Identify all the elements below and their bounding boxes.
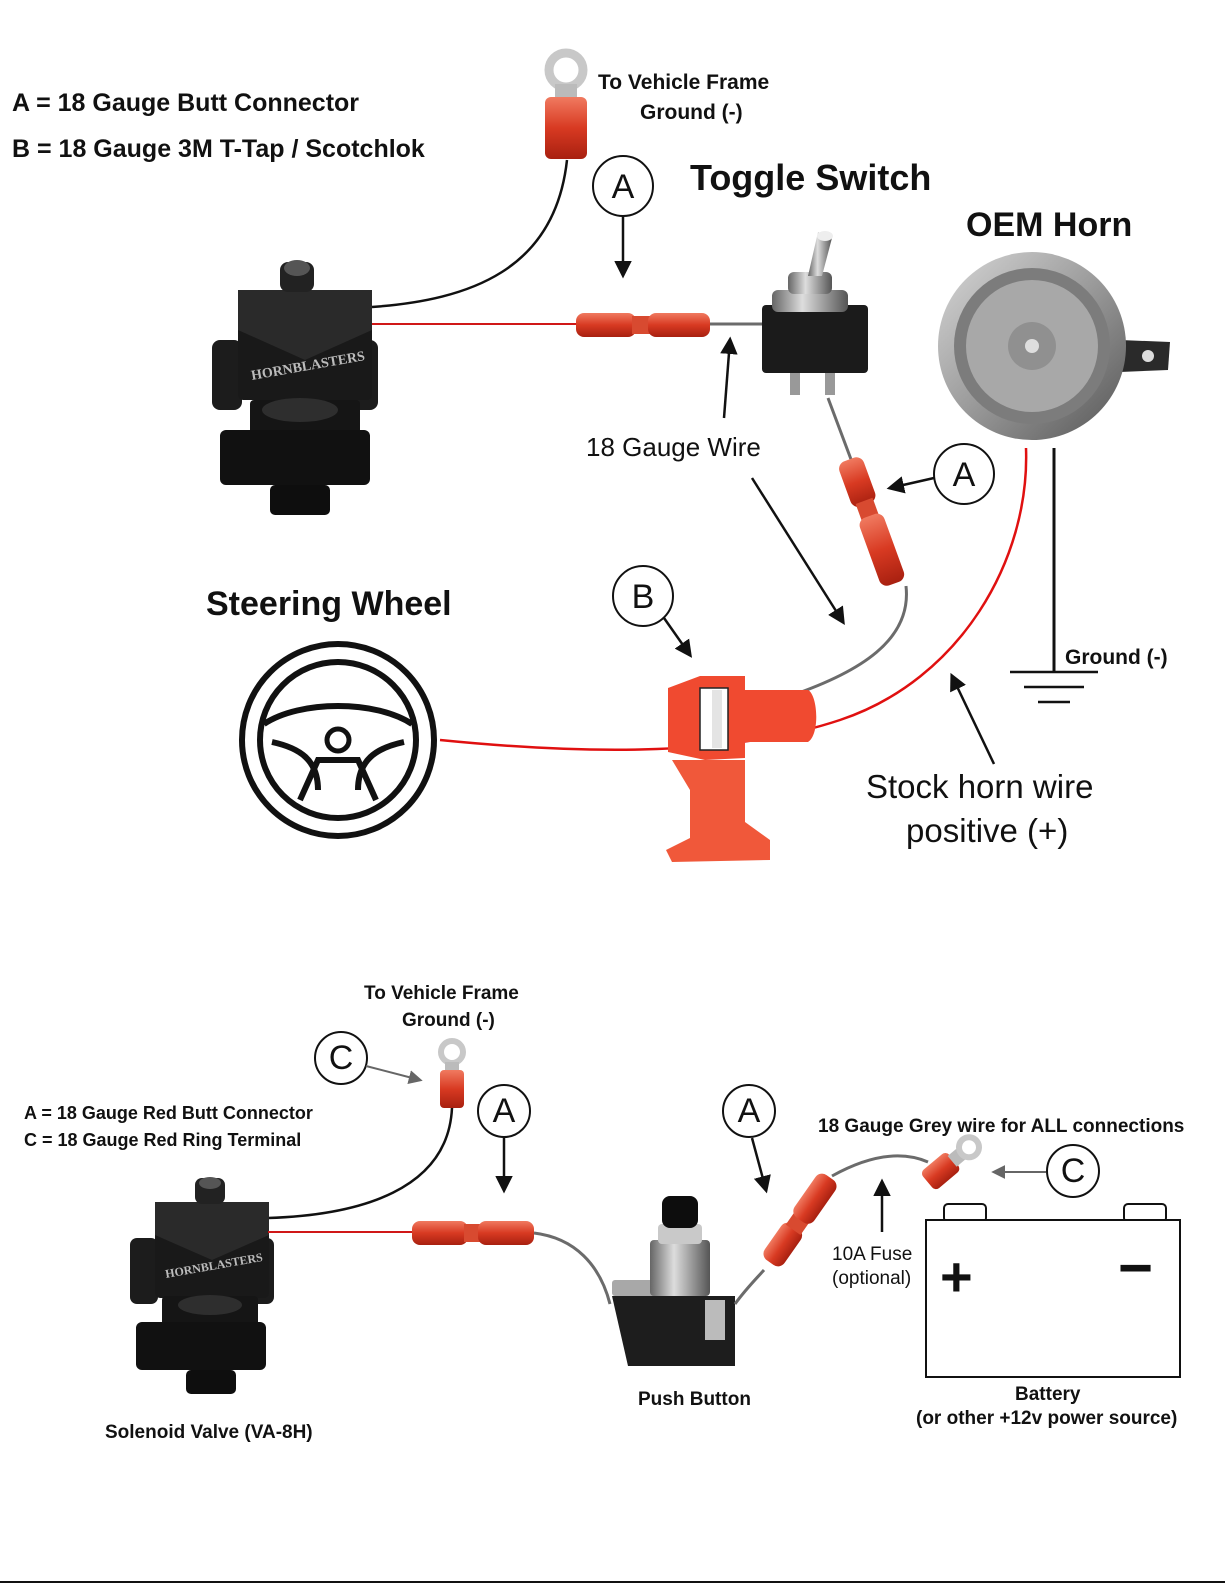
ring-terminal-icon [544, 48, 588, 159]
battery-icon [925, 1203, 1181, 1378]
battery-minus-icon: − [1118, 1234, 1153, 1301]
callout-a-switch-arrow [886, 476, 935, 494]
horn-icon [938, 252, 1170, 440]
butt-connector-icon [763, 1173, 837, 1267]
connector-to-battery-wire [831, 1154, 929, 1178]
battery-label-line2: (or other +12v power source) [916, 1408, 1177, 1429]
fuse-label-line1: 10A Fuse [832, 1244, 912, 1265]
ring-terminal-icon [921, 1134, 982, 1190]
callout-a-right: A [722, 1084, 776, 1138]
steering-wheel-title: Steering Wheel [206, 585, 452, 623]
callout-a-switch: A [933, 443, 995, 505]
push-button-label: Push Button [638, 1389, 751, 1410]
callout-a-right-arrow [750, 1137, 771, 1194]
wire-label-arrow-up [720, 336, 738, 419]
solenoid-valve-icon: HORNBLASTERS [130, 1177, 274, 1394]
stock-horn-line2: positive (+) [906, 812, 1068, 849]
ground-wire [371, 159, 569, 309]
callout-b-label: B [632, 578, 655, 616]
callout-a-label: A [612, 168, 635, 206]
callout-b-arrow [662, 617, 693, 658]
legend-c: C = 18 Gauge Red Ring Terminal [24, 1130, 301, 1150]
switch-to-connector-wire [826, 397, 854, 463]
fuse-label-line2: (optional) [832, 1268, 911, 1289]
wire-label-arrow-down [750, 477, 845, 625]
callout-a-label: A [738, 1092, 761, 1130]
ground-label-line1: To Vehicle Frame [598, 71, 769, 94]
ground-symbol-icon [1010, 670, 1098, 704]
push-button-icon [612, 1196, 735, 1366]
top-diagram: A = 18 Gauge Butt Connector B = 18 Gauge… [12, 48, 1170, 862]
grey-wire-label: 18 Gauge Grey wire for ALL connections [818, 1116, 1184, 1137]
callout-c-label: C [1061, 1152, 1086, 1190]
connector-to-button-wire [533, 1231, 612, 1305]
oem-horn-title: OEM Horn [966, 206, 1132, 244]
toggle-switch-title: Toggle Switch [690, 157, 931, 198]
steering-wheel-icon [239, 641, 437, 839]
callout-a-connector: A [592, 155, 654, 217]
battery-plus-icon: + [940, 1245, 973, 1308]
callout-a-left: A [477, 1084, 531, 1138]
solenoid-label: Solenoid Valve (VA-8H) [105, 1422, 313, 1443]
callout-b: B [612, 565, 674, 627]
ground-label: Ground (-) [1065, 646, 1168, 669]
legend-a: A = 18 Gauge Butt Connector [12, 89, 359, 117]
toggle-switch-icon [762, 231, 868, 395]
callout-c-battery: C [1046, 1144, 1100, 1198]
butt-connector-icon [576, 313, 710, 337]
callout-c-label: C [329, 1039, 354, 1077]
butt-connector-icon [839, 457, 905, 586]
stock-horn-arrow [950, 672, 996, 765]
ring-terminal-icon [438, 1038, 466, 1108]
bottom-diagram: To Vehicle Frame Ground (-) C A = 18 Gau… [24, 983, 1184, 1443]
callout-a-label: A [493, 1092, 516, 1130]
ground-label-line2: Ground (-) [640, 101, 743, 124]
callout-a-label: A [953, 456, 976, 494]
ground-wire [267, 1107, 454, 1220]
callout-c-ground-arrow [365, 1065, 423, 1084]
solenoid-valve-icon: HORNBLASTERS [212, 260, 378, 515]
battery-label-line1: Battery [1015, 1384, 1081, 1405]
stock-horn-line1: Stock horn wire [866, 768, 1093, 805]
ground-label-line1: To Vehicle Frame [364, 983, 519, 1004]
button-to-connector-wire [733, 1268, 766, 1305]
ttap-connector-icon [666, 676, 817, 862]
legend-b: B = 18 Gauge 3M T-Tap / Scotchlok [12, 135, 425, 163]
butt-connector-icon [412, 1221, 534, 1245]
wire-gauge-label: 18 Gauge Wire [586, 432, 761, 462]
callout-c-ground: C [314, 1031, 368, 1085]
ground-label-line2: Ground (-) [402, 1010, 495, 1031]
stock-horn-wire [439, 447, 1028, 752]
legend-a: A = 18 Gauge Red Butt Connector [24, 1103, 313, 1123]
